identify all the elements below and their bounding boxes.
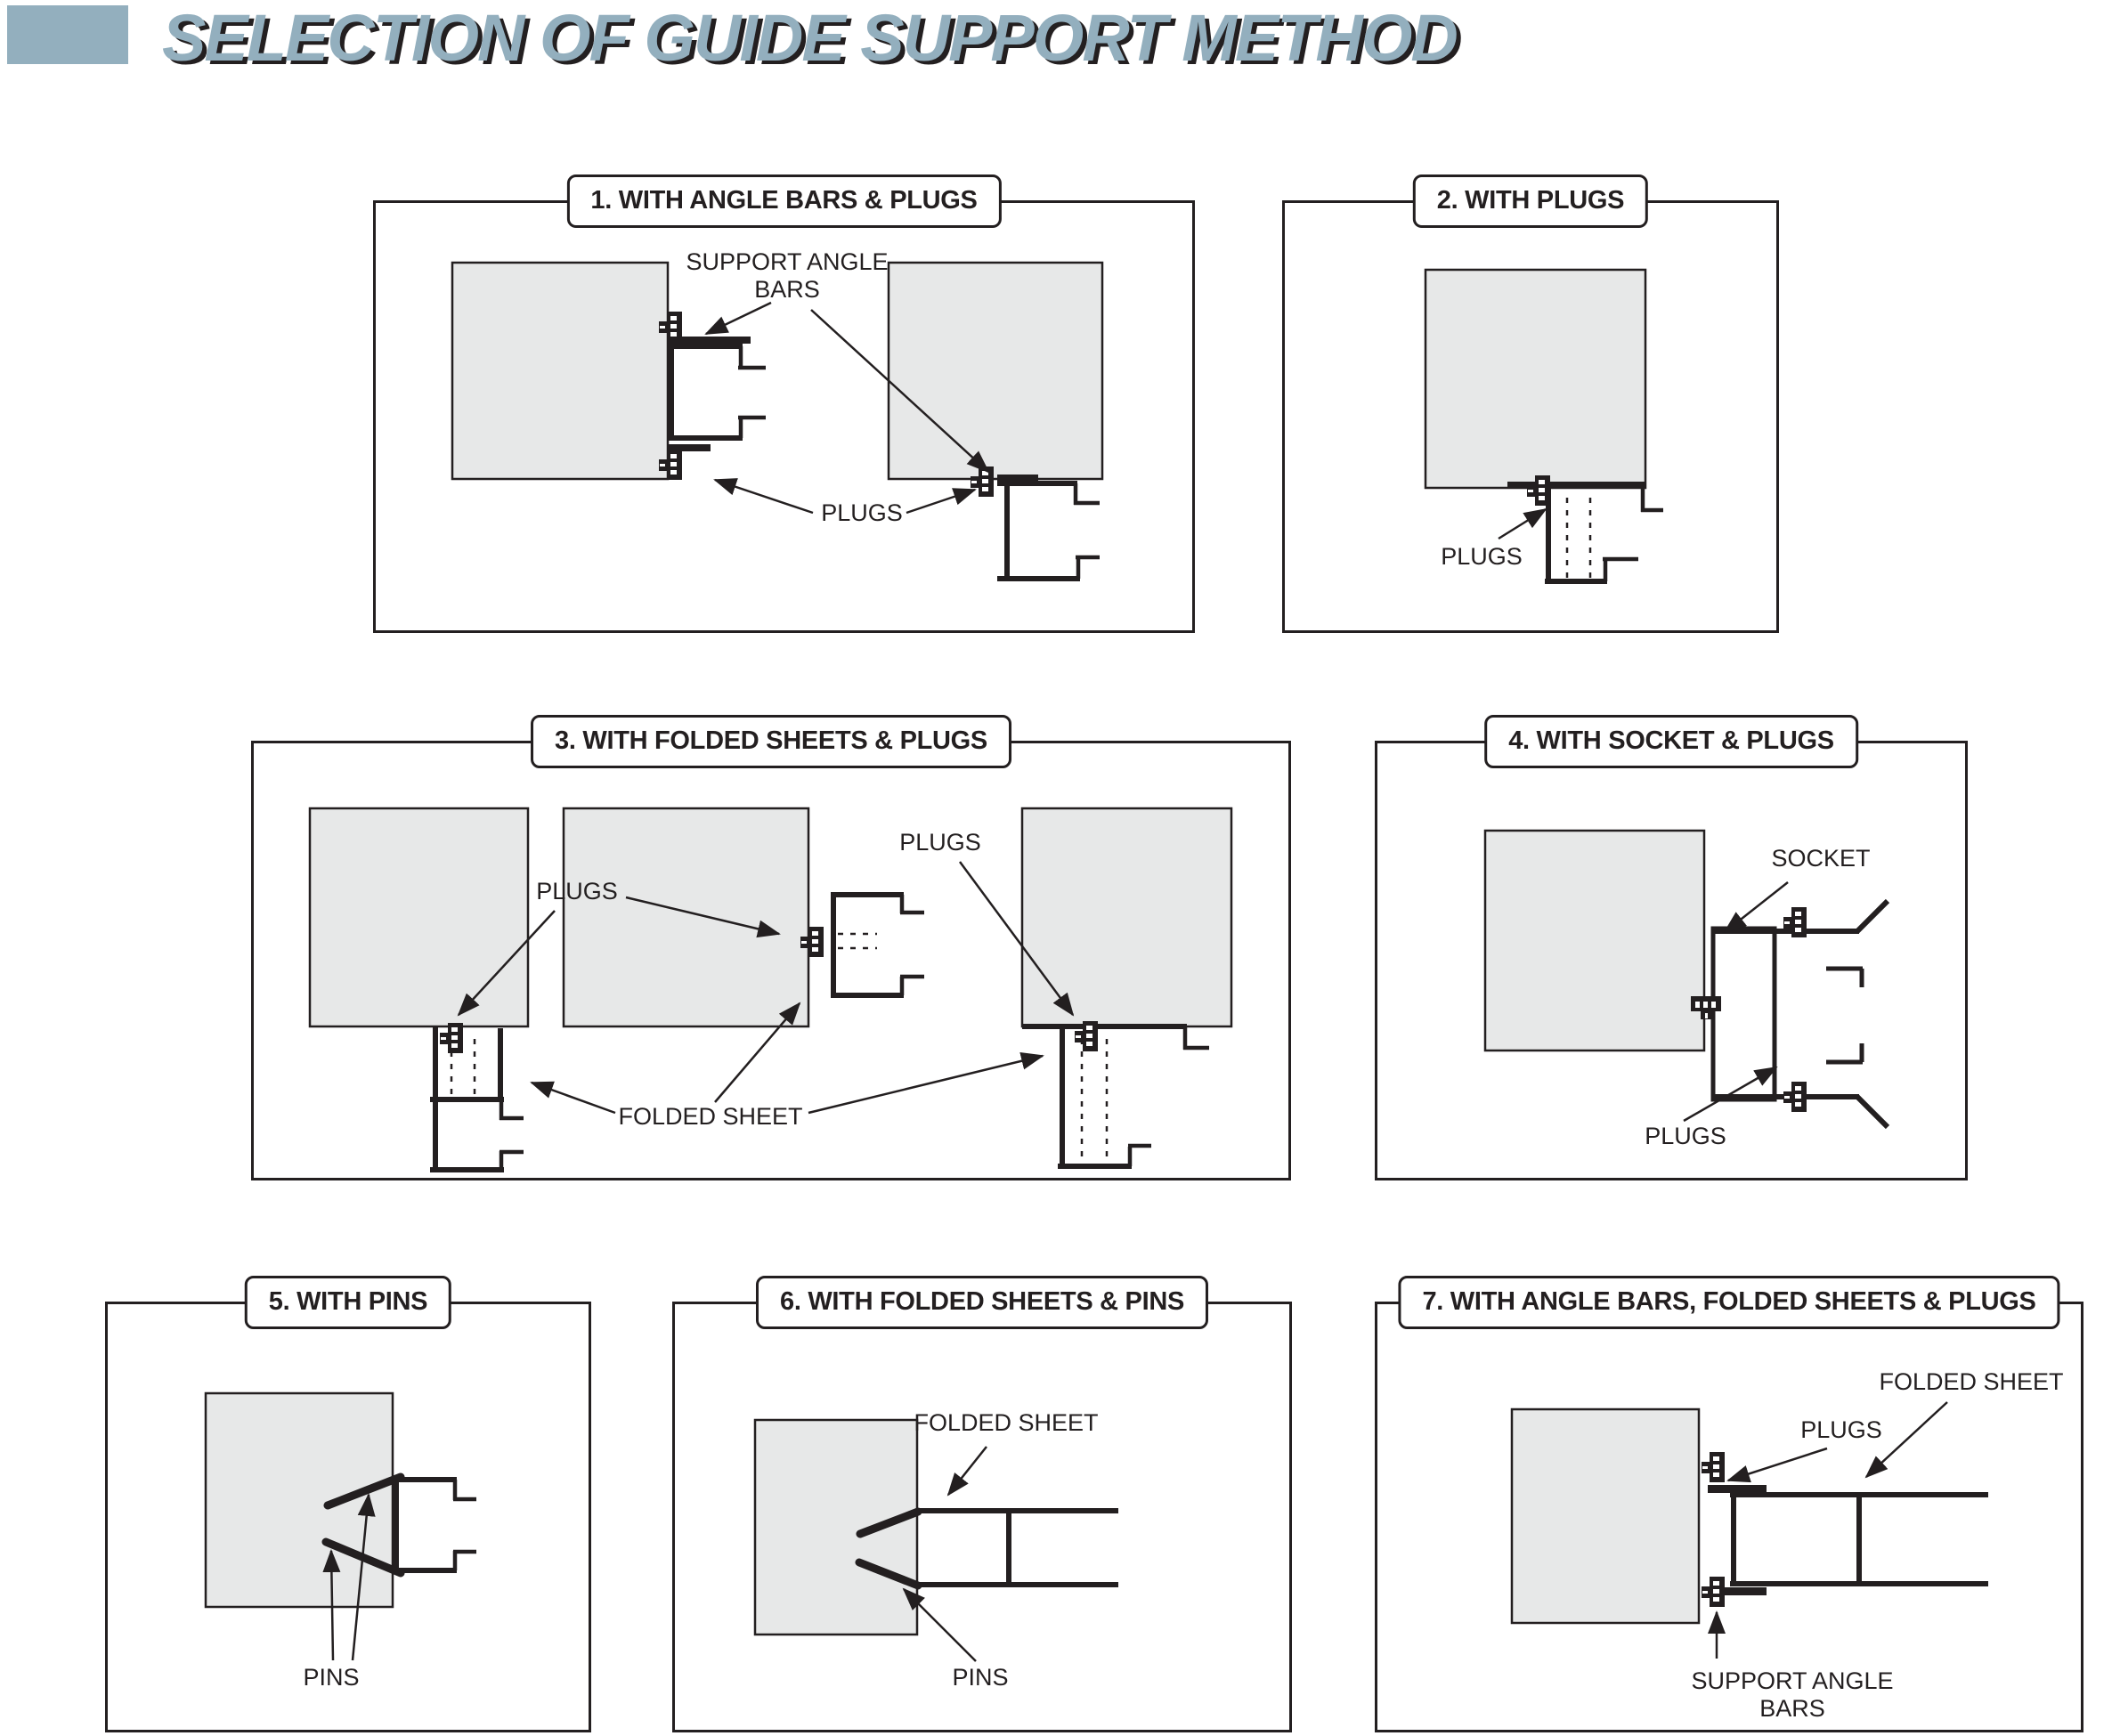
label-plugs: PLUGS (821, 499, 903, 526)
arrow-to-angle-bar (810, 309, 990, 474)
arrow-to-plug (906, 488, 977, 515)
panel-7-title-box: 7. WITH ANGLE BARS, FOLDED SHEETS & PLUG… (1398, 1276, 2060, 1329)
panel-7-with-angle-bars-folded-sheets-and-plugs: 7. WITH ANGLE BARS, FOLDED SHEETS & PLUG… (1375, 1276, 2083, 1732)
label-plugs: PLUGS (899, 829, 981, 856)
pin (855, 1558, 922, 1590)
arrow-to-pin (351, 1493, 376, 1661)
guide-profile (394, 1477, 457, 1573)
panel-6-diagram (753, 1418, 1118, 1662)
guide-profile-tabs (738, 346, 1100, 579)
material-block (1510, 1407, 1701, 1625)
panel-1-title-box: 1. WITH ANGLE BARS & PLUGS (566, 174, 1002, 228)
panel-5-title-box: 5. WITH PINS (244, 1276, 452, 1329)
material-block (1483, 829, 1706, 1052)
label-arrows (1498, 507, 1547, 540)
pin (856, 1507, 922, 1538)
arrow-to-plug (457, 910, 556, 1017)
arrow-to-folded-sheet (714, 1002, 801, 1103)
hidden-plug-dashes (450, 932, 1109, 1162)
panel-4-with-socket-and-plugs: 4. WITH SOCKET & PLUGS SOCKET PLUGS (1375, 715, 1968, 1180)
arrow-to-pin (322, 1549, 341, 1661)
label-support-angle-bars: SUPPORT ANGLE BARS (686, 248, 889, 304)
angle-bar-flanges (1708, 1485, 1767, 1595)
guide-profile (430, 892, 1187, 1172)
label-arrows (704, 301, 990, 515)
label-plugs: PLUGS (1441, 543, 1523, 570)
arrow-to-plug (1726, 1447, 1828, 1483)
arrow-to-plug (713, 478, 814, 515)
label-plugs: PLUGS (536, 878, 618, 905)
panel-3-title-box: 3. WITH FOLDED SHEETS & PLUGS (531, 715, 1011, 768)
panel-6-with-folded-sheets-and-pins: 6. WITH FOLDED SHEETS & PINS FOLDED SHEE… (672, 1276, 1292, 1732)
arrow-to-socket (1723, 881, 1789, 934)
arrow-to-plug (1498, 507, 1547, 540)
label-arrows (1708, 1401, 1948, 1659)
pin (323, 1472, 405, 1510)
panel-1-diagram (451, 261, 1104, 581)
label-arrows (457, 861, 1075, 1115)
panel-2-diagram (1424, 268, 1663, 584)
label-plugs: PLUGS (1800, 1416, 1882, 1443)
label-pins: PINS (952, 1664, 1009, 1691)
hidden-plug-dashes (1565, 498, 1592, 580)
arrow-to-folded-sheet (946, 1446, 987, 1497)
arrow-to-plug (958, 861, 1075, 1017)
guide-profile-tabs (1603, 484, 1663, 581)
material-block (562, 807, 810, 1028)
material-block (451, 261, 670, 481)
header-accent-block (7, 5, 128, 64)
folded-sheet-profile (918, 1508, 1118, 1587)
panel-3-diagram (308, 807, 1233, 1172)
panel-7-diagram (1510, 1401, 1988, 1659)
arrow-to-folded-sheet (808, 1051, 1044, 1115)
panel-5-diagram (204, 1391, 476, 1661)
material-block (753, 1418, 919, 1636)
angle-bar-flanges (669, 337, 1038, 482)
label-folded-sheet: FOLDED SHEET (914, 1409, 1099, 1436)
arrow-to-angle-bar (704, 301, 772, 336)
guide-profile-hooks (1826, 966, 1864, 1065)
label-arrows (1683, 881, 1789, 1123)
material-block (1020, 807, 1233, 1028)
label-support-angle-bars: SUPPORT ANGLE BARS (1691, 1667, 1894, 1723)
guide-profile-tabs (452, 1480, 476, 1570)
arrow-to-pin (902, 1587, 977, 1662)
arrow-to-plug (625, 896, 781, 938)
panel-3-with-folded-sheets-and-plugs: 3. WITH FOLDED SHEETS & PLUGS (251, 715, 1291, 1180)
page-title: SELECTION OF GUIDE SUPPORT METHOD (162, 1, 1458, 75)
label-pins: PINS (303, 1664, 360, 1691)
guide-profile (669, 344, 1080, 581)
material-block (1424, 268, 1647, 490)
pins (855, 1507, 922, 1590)
arrow-to-folded-sheet (530, 1081, 616, 1115)
panel-4-diagram (1483, 829, 1890, 1130)
material-block (308, 807, 530, 1028)
material-block (204, 1391, 394, 1609)
guide-profile-tabs (499, 895, 1209, 1170)
arrow-to-folded-sheet (1864, 1401, 1948, 1479)
material-block (887, 261, 1104, 481)
label-plugs: PLUGS (1645, 1123, 1726, 1149)
panel-4-title-box: 4. WITH SOCKET & PLUGS (1484, 715, 1858, 768)
label-folded-sheet: FOLDED SHEET (1879, 1368, 2064, 1395)
panel-1-with-angle-bars-and-plugs: 1. WITH ANGLE BARS & PLUGS (373, 174, 1195, 633)
panel-2-title-box: 2. WITH PLUGS (1412, 174, 1649, 228)
plug-icon (1702, 1452, 1725, 1482)
plug-icon (1783, 1082, 1807, 1112)
label-arrows (322, 1493, 376, 1661)
panel-2-with-plugs: 2. WITH PLUGS PLUGS (1282, 174, 1779, 633)
arrow-to-plug (1683, 1066, 1778, 1123)
label-arrows (902, 1446, 987, 1662)
plug-icon (1702, 1577, 1725, 1607)
label-socket: SOCKET (1771, 845, 1871, 872)
panel-5-with-pins: 5. WITH PINS PINS (105, 1276, 591, 1732)
label-folded-sheet: FOLDED SHEET (618, 1103, 803, 1130)
panel-6-title-box: 6. WITH FOLDED SHEETS & PINS (755, 1276, 1209, 1329)
folded-sheet-profile (1730, 1492, 1988, 1586)
